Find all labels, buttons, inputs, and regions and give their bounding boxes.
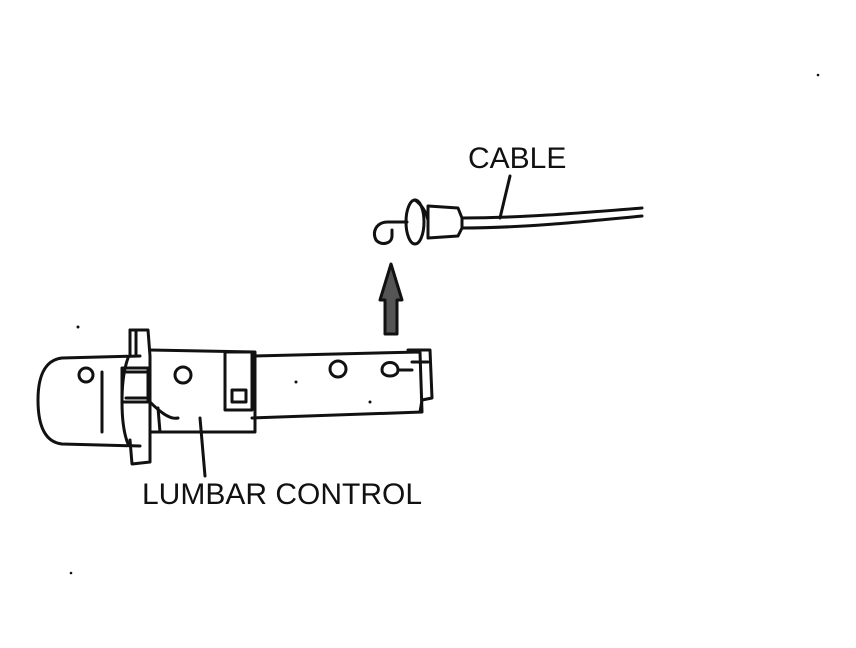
cable-assembly — [373, 198, 644, 246]
cable-wire — [460, 206, 644, 220]
motor-housing — [36, 354, 142, 448]
lumbar-control-leader-line — [198, 416, 207, 478]
cable-ferrule — [426, 204, 464, 240]
cable-hook — [373, 220, 409, 245]
switch-pocket — [223, 350, 254, 412]
cable-end-bracket — [406, 348, 434, 414]
cable-label: CABLE — [468, 142, 566, 175]
actuator-tube — [250, 350, 424, 420]
mounting-bracket — [128, 328, 152, 466]
arrow-up-icon — [378, 262, 404, 336]
lumbar-control-unit — [36, 325, 434, 466]
lumbar-control-label: LUMBAR CONTROL — [142, 478, 422, 511]
cable-leader-line — [498, 174, 512, 220]
direction-arrow — [378, 262, 404, 336]
